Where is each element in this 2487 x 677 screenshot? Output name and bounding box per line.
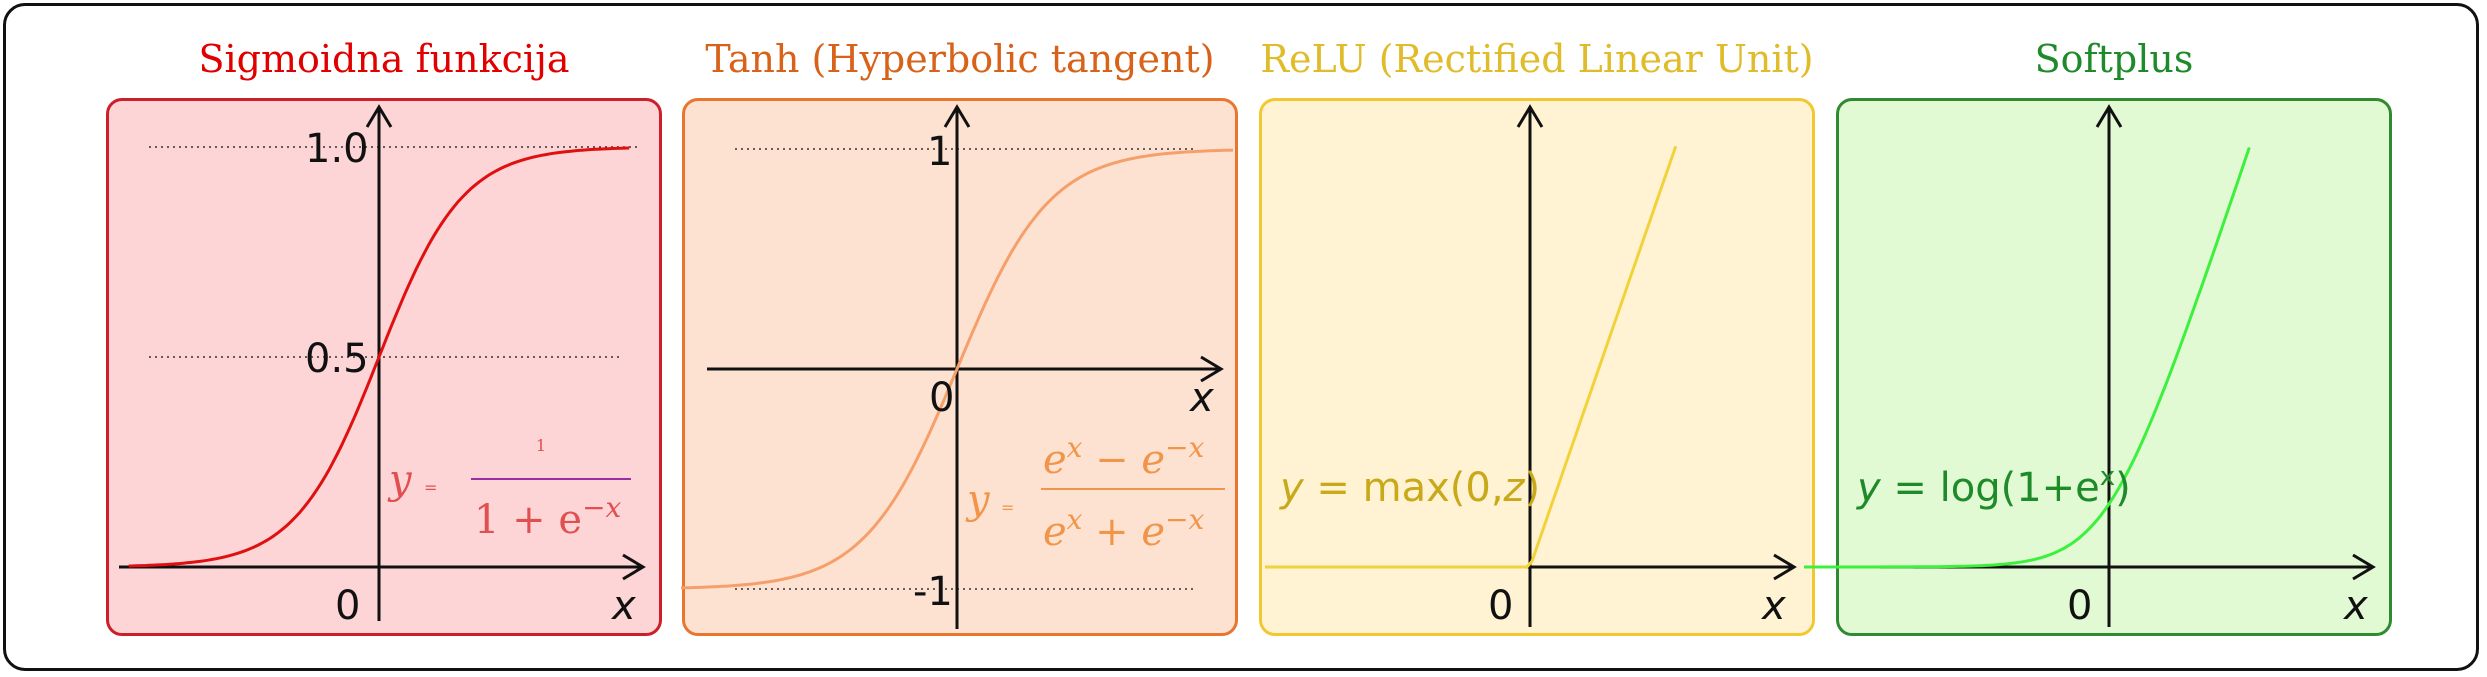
x-axis-arrow-icon <box>1200 355 1224 383</box>
formula-y: y <box>965 477 991 523</box>
x-axis-arrow-icon <box>2352 553 2376 581</box>
softplus-curve <box>1804 147 2251 569</box>
plot-tanh: 1 -1 0 x y = ex − e−x ex + e−x <box>680 104 1234 629</box>
tick-y-1: 1 <box>927 129 952 175</box>
formula-tanh: y = ex − e−x ex + e−x <box>965 431 1225 555</box>
tick-origin: 0 <box>2067 583 2092 629</box>
title-sigmoid: Sigmoidna funkcija <box>198 37 570 81</box>
y-axis-arrow-icon <box>365 104 393 128</box>
panel-softplus: 0 x y = log(1+ex) <box>1804 98 2392 636</box>
title-tanh: Tanh (Hyperbolic tangent) <box>705 37 1215 81</box>
x-axis-label: x <box>1760 583 1786 629</box>
title-softplus: Softplus <box>2034 37 2194 81</box>
tick-y-neg1: -1 <box>913 569 953 615</box>
formula-relu: y = max(0,z) <box>1279 465 1540 511</box>
x-axis-arrow-icon <box>1773 553 1797 581</box>
plot-sigmoid: 1.0 0.5 0 x y = 1 1 + e−x <box>119 104 646 629</box>
relu-curve <box>1265 145 1678 569</box>
formula-softplus: y = log(1+ex) <box>1856 462 2131 511</box>
tanh-curve <box>680 148 1234 590</box>
title-relu: ReLU (Rectified Linear Unit) <box>1260 37 1814 81</box>
formula-numerator: ex − e−x <box>1043 431 1205 483</box>
formula-eq: = <box>1001 498 1014 517</box>
x-axis-arrow-icon <box>622 553 646 581</box>
tick-origin: 0 <box>335 583 360 629</box>
panel-tanh: 1 -1 0 x y = ex − e−x ex + e−x <box>680 98 1238 636</box>
formula-y: y <box>387 457 413 503</box>
formula-eq: = <box>424 478 437 497</box>
tick-y-1: 1.0 <box>305 126 369 172</box>
figure-frame: Sigmoidna funkcija Tanh (Hyperbolic tang… <box>3 3 2479 671</box>
formula-numerator: 1 <box>536 436 546 455</box>
panel-sigmoid: 1.0 0.5 0 x y = 1 1 + e−x <box>106 98 662 636</box>
y-axis-arrow-icon <box>2095 104 2123 128</box>
x-axis-label: x <box>2342 583 2368 629</box>
formula-denominator: ex + e−x <box>1043 503 1205 555</box>
y-axis-arrow-icon <box>943 104 971 128</box>
tick-y-05: 0.5 <box>305 336 369 382</box>
formula-sigmoid: y = 1 1 + e−x <box>387 436 631 543</box>
plot-relu: 0 x y = max(0,z) <box>1265 104 1797 629</box>
x-axis-label: x <box>610 583 636 629</box>
tick-origin: 0 <box>1488 583 1513 629</box>
y-axis-arrow-icon <box>1516 104 1544 128</box>
formula-denominator: 1 + e−x <box>474 491 622 543</box>
x-axis-label: x <box>1188 375 1214 421</box>
sigmoid-curve <box>128 146 630 568</box>
tick-origin: 0 <box>929 375 954 421</box>
panel-relu: 0 x y = max(0,z) <box>1259 98 1815 636</box>
plot-softplus: 0 x y = log(1+ex) <box>1804 104 2376 629</box>
